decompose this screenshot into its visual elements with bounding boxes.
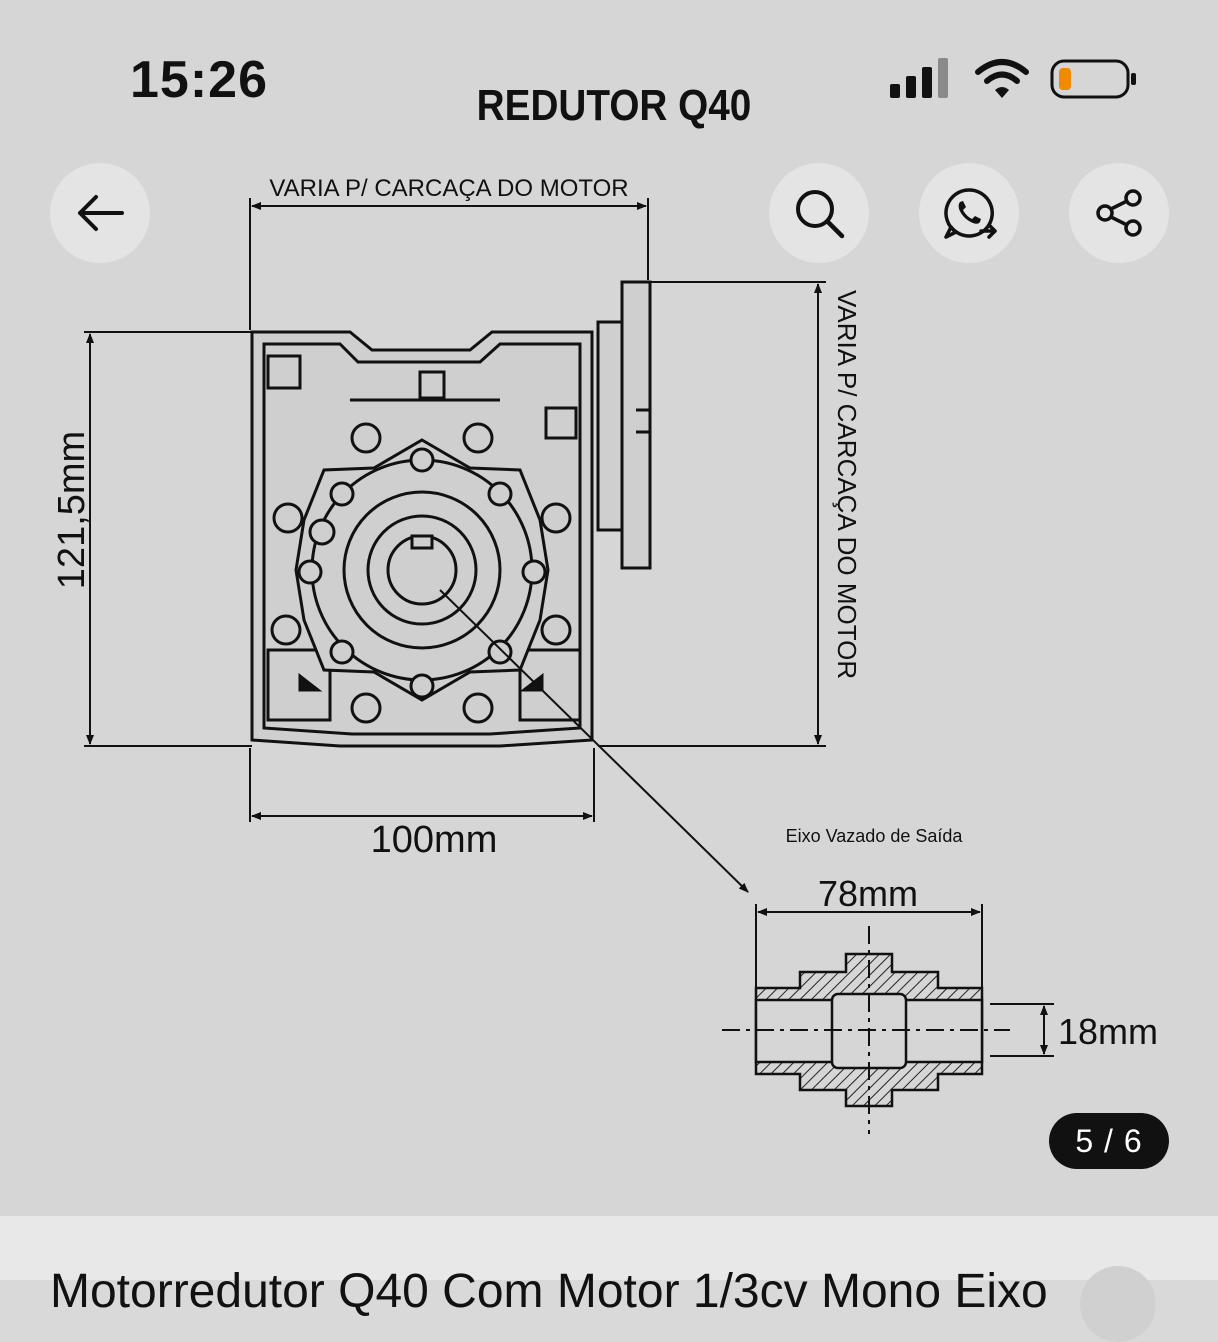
whatsapp-icon (944, 188, 997, 239)
whatsapp-button[interactable] (919, 163, 1019, 263)
wifi-icon (975, 59, 1029, 98)
image-viewer[interactable]: REDUTOR Q40 VARIA P/ CARCAÇA DO MOTOR VA… (0, 0, 1218, 1216)
shaft-centerlines (722, 926, 1010, 1134)
status-time: 15:26 (130, 51, 268, 109)
product-info-panel: Motorredutor Q40 Com Motor 1/3cv Mono Ei… (0, 1216, 1218, 1318)
dim-right-label: VARIA P/ CARCAÇA DO MOTOR (832, 290, 862, 679)
cellular-signal-icon (890, 58, 948, 98)
product-title: Motorredutor Q40 Com Motor 1/3cv Mono Ei… (50, 1265, 1048, 1318)
dim-width-label: 100mm (371, 819, 498, 861)
back-button[interactable] (50, 163, 150, 263)
search-button[interactable] (769, 163, 869, 263)
technical-drawing: REDUTOR Q40 VARIA P/ CARCAÇA DO MOTOR VA… (51, 80, 1158, 1134)
dim-left (84, 331, 252, 747)
dim-height-label: 121,5mm (51, 431, 93, 589)
share-icon (1096, 189, 1142, 237)
dim-right (598, 281, 826, 747)
share-button[interactable] (1069, 163, 1169, 263)
dim-shaft-length (755, 904, 983, 990)
shaft-length-label: 78mm (818, 873, 918, 914)
drawing-title: REDUTOR Q40 (477, 80, 752, 130)
dim-top (249, 198, 649, 330)
dim-bottom (249, 748, 595, 822)
dim-shaft-diameter (990, 1003, 1054, 1057)
favorite-button[interactable] (1080, 1266, 1156, 1342)
arrow-left-icon (78, 195, 124, 231)
gearbox-bolts (270, 422, 572, 724)
gearbox-housing (250, 280, 652, 748)
page-indicator: 5 / 6 (1049, 1113, 1169, 1169)
battery-icon (1050, 59, 1136, 99)
search-icon (796, 190, 845, 239)
shaft-diameter-label: 18mm (1058, 1011, 1158, 1052)
dim-top-label: VARIA P/ CARCAÇA DO MOTOR (269, 175, 628, 202)
status-bar: 15:26 (0, 0, 1218, 120)
shaft-title: Eixo Vazado de Saída (786, 826, 964, 846)
leader-line (439, 589, 749, 893)
